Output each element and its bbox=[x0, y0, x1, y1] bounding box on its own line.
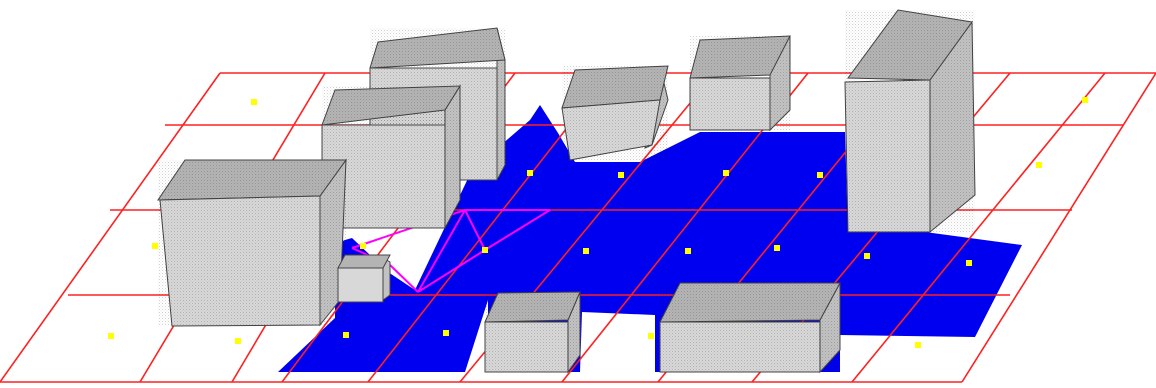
sample-point bbox=[482, 247, 488, 253]
sample-point bbox=[583, 248, 589, 254]
sample-point bbox=[618, 172, 624, 178]
obstacle-box bbox=[338, 255, 390, 302]
sample-point bbox=[108, 333, 114, 339]
sample-point bbox=[685, 248, 691, 254]
grid-column-line bbox=[962, 73, 1156, 382]
sample-point bbox=[864, 253, 870, 259]
sample-point bbox=[343, 332, 349, 338]
obstacle-box bbox=[158, 160, 346, 326]
sample-point bbox=[443, 330, 449, 336]
sample-point bbox=[966, 260, 972, 266]
obstacle-box bbox=[845, 10, 975, 232]
sample-point bbox=[152, 243, 158, 249]
obstacle-box bbox=[562, 66, 668, 160]
sample-point bbox=[527, 170, 533, 176]
obstacle-box bbox=[690, 36, 790, 130]
sample-point bbox=[235, 338, 241, 344]
sample-point bbox=[1082, 97, 1088, 103]
sample-point bbox=[723, 170, 729, 176]
sample-point bbox=[251, 99, 257, 105]
sample-point bbox=[915, 342, 921, 348]
sample-point bbox=[360, 243, 366, 249]
sample-point bbox=[817, 172, 823, 178]
sample-point bbox=[774, 245, 780, 251]
sample-point bbox=[1036, 162, 1042, 168]
obstacle-box bbox=[660, 283, 840, 372]
obstacle-box bbox=[485, 292, 580, 372]
sample-point bbox=[648, 333, 654, 339]
